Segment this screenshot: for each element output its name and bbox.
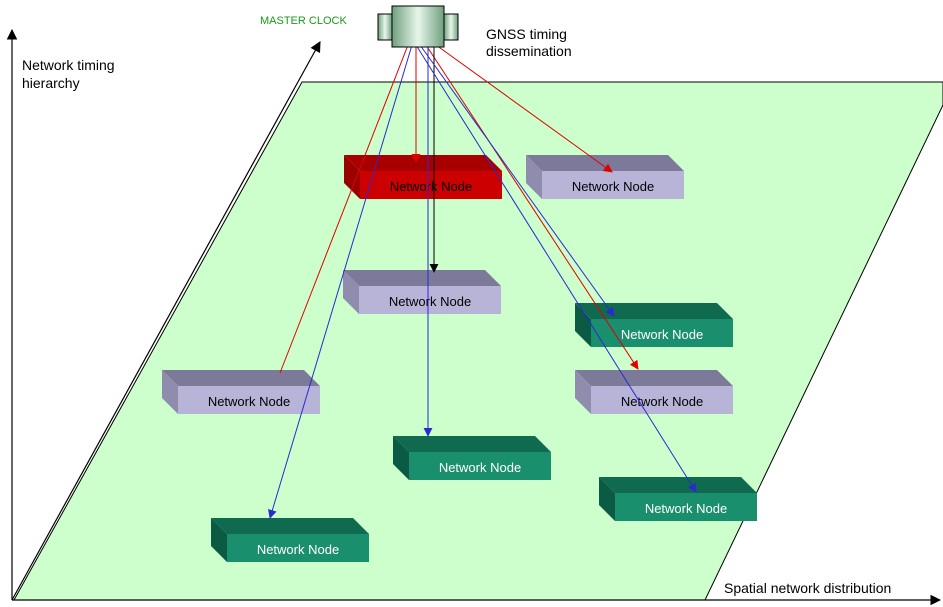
node-front-face <box>359 286 501 314</box>
node-front-face <box>542 171 684 199</box>
network-node: Network Node <box>575 370 733 414</box>
node-front-face <box>591 386 733 414</box>
node-top-face <box>344 155 502 171</box>
node-top-face <box>343 270 501 286</box>
node-top-face <box>162 370 320 386</box>
node-label: Network Node <box>572 179 654 194</box>
node-top-face <box>211 518 369 534</box>
network-node: Network Node <box>343 270 501 314</box>
arrow-blue <box>419 44 615 317</box>
node-side-face <box>393 436 409 480</box>
node-top-face <box>575 370 733 386</box>
node-side-face <box>575 370 591 414</box>
node-front-face <box>409 452 551 480</box>
network-node: Network Node <box>599 477 757 521</box>
node-side-face <box>343 270 359 314</box>
clock-left-flange <box>377 13 393 41</box>
gnss-label-line1: GNSS timing <box>486 26 567 42</box>
master-clock <box>377 5 459 48</box>
node-top-face <box>393 436 551 452</box>
network-plane <box>13 81 943 601</box>
network-node: Network Node <box>162 370 320 414</box>
node-label: Network Node <box>621 394 703 409</box>
network-node: Network Node <box>211 518 369 562</box>
node-label: Network Node <box>621 327 703 342</box>
node-label: Network Node <box>257 542 339 557</box>
y-axis-label-line2: hierarchy <box>22 75 80 91</box>
node-front-face <box>615 493 757 521</box>
clock-body <box>391 5 445 48</box>
node-side-face <box>599 477 615 521</box>
arrow-red <box>279 44 409 374</box>
node-label: Network Node <box>389 294 471 309</box>
node-side-face <box>162 370 178 414</box>
node-side-face <box>211 518 227 562</box>
node-side-face <box>344 155 360 199</box>
node-label: Network Node <box>439 460 521 475</box>
network-node: Network Node <box>393 436 551 480</box>
arrow-red <box>425 44 639 370</box>
node-label: Network Node <box>390 179 472 194</box>
network-node: Network Node <box>526 155 684 199</box>
node-top-face <box>526 155 684 171</box>
node-front-face <box>360 171 502 199</box>
timing-arrows <box>268 44 697 519</box>
x-axis-label: Spatial network distribution <box>724 580 891 596</box>
clock-right-flange <box>443 13 459 41</box>
network-node: Network Node <box>344 155 502 199</box>
y-axis-label-line1: Network timing <box>22 57 115 73</box>
arrow-red <box>435 44 613 173</box>
node-top-face <box>599 477 757 493</box>
node-label: Network Node <box>208 394 290 409</box>
gnss-label-line2: dissemination <box>486 43 572 59</box>
master-clock-label: MASTER CLOCK <box>260 15 347 27</box>
depth-axis <box>11 41 321 601</box>
node-front-face <box>227 534 369 562</box>
node-top-face <box>575 303 733 319</box>
arrow-blue <box>415 44 697 493</box>
node-label: Network Node <box>645 501 727 516</box>
node-front-face <box>178 386 320 414</box>
node-side-face <box>575 303 591 347</box>
node-side-face <box>526 155 542 199</box>
arrow-blue <box>268 44 413 519</box>
